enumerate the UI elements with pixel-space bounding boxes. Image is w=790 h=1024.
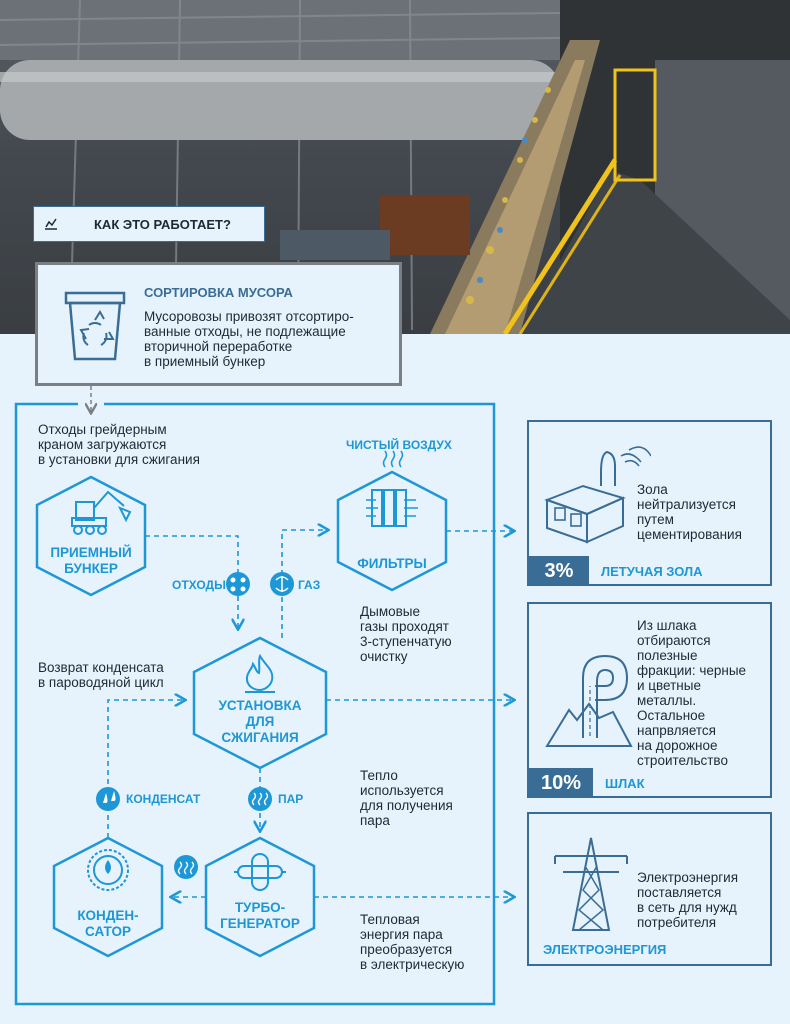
power-tower-icon — [551, 834, 631, 939]
cement-block-icon — [541, 436, 652, 551]
condenser-fan-icon — [84, 846, 132, 899]
sorting-text: Мусоровозы привозят отсортиро-ванные отх… — [144, 309, 354, 369]
electricity-label: ЭЛЕКТРОЭНЕРГИЯ — [543, 942, 667, 957]
waste-label: ОТХОДЫ — [172, 578, 226, 592]
factory-photo-illustration — [0, 0, 790, 334]
header-photo — [0, 0, 790, 334]
sorting-title: СОРТИРОВКА МУСОРА — [144, 285, 293, 300]
fly-ash-percent: 3% — [529, 556, 589, 586]
slag-percent: 10% — [529, 768, 593, 798]
road-mountain-icon — [543, 628, 633, 763]
how-it-works-bar: КАК ЭТО РАБОТАЕТ? — [33, 206, 265, 242]
fly-ash-label: ЛЕТУЧАЯ ЗОЛА — [601, 564, 703, 579]
gas-label: ГАЗ — [298, 578, 321, 592]
crane-icon — [70, 488, 134, 543]
filters-label: ФИЛЬТРЫ — [357, 556, 427, 571]
slag-label: ШЛАК — [605, 776, 645, 791]
how-it-works-label: КАК ЭТО РАБОТАЕТ? — [94, 217, 231, 232]
turbo-label: ТУРБО-ГЕНЕРАТОР — [220, 900, 300, 931]
flame-icon — [241, 653, 279, 699]
filter-icon — [364, 486, 420, 535]
turbine-icon — [232, 850, 288, 899]
sorting-box: СОРТИРОВКА МУСОРА Мусоровозы привозят от… — [35, 262, 402, 386]
condensate-label: КОНДЕНСАТ — [126, 792, 201, 806]
chart-icon — [44, 217, 58, 236]
steam-label: ПАР — [278, 792, 304, 806]
condenser-label: КОНДЕН-САТОР — [77, 908, 139, 939]
clean-air-label: ЧИСТЫЙ ВОЗДУХ — [346, 438, 452, 452]
recycle-bin-icon — [60, 287, 130, 372]
